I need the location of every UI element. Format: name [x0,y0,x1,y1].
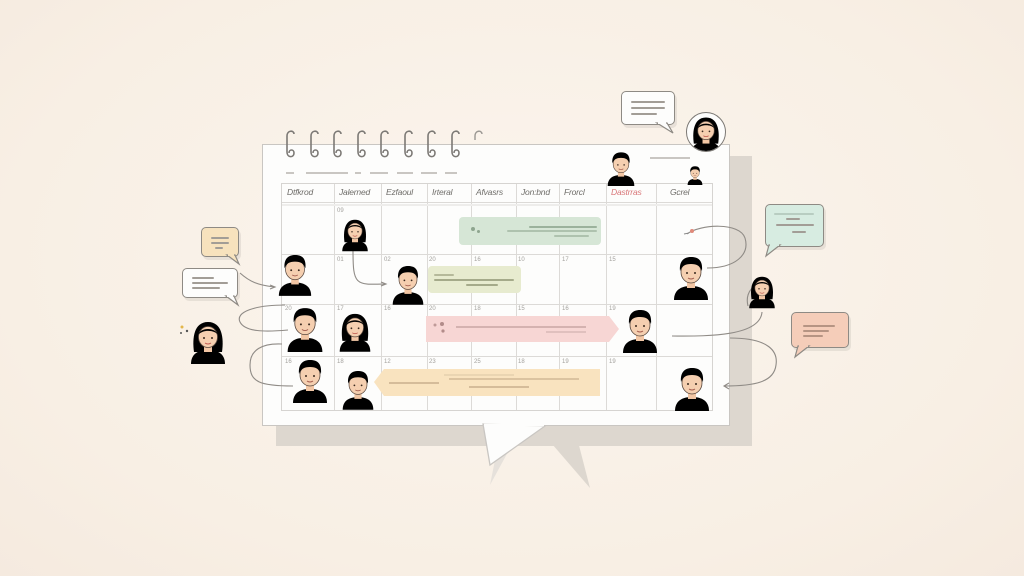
ring-icon [427,130,436,158]
day-number: 18 [518,359,525,365]
day-number: 15 [518,306,525,312]
day-number: 17 [562,257,569,263]
header-day-8: Dastrras [611,187,642,197]
bubble-tail [764,244,782,258]
chat-bubble-right-green [765,204,824,247]
day-number: 16 [474,257,481,263]
event-bar-peach[interactable] [374,369,601,397]
sparkle-icon [180,325,189,334]
event-bar-green[interactable] [459,217,601,245]
header-day-4: Irteral [432,187,453,197]
day-number: 19 [609,359,616,365]
ring-icon [356,130,366,158]
title-placeholder [286,172,294,174]
day-number: 02 [384,257,391,263]
avatar-person: .s9 .shirt{fill:#b6e2b8;stroke:#555;stro… [620,307,660,353]
title-placeholder [306,172,348,174]
avatar-person-small: .s2 .shirt{fill:#fdfdfc;stroke:#888;stro… [686,165,704,185]
day-number: 20 [429,306,436,312]
day-number: 16 [384,306,391,312]
ring-icon [333,130,342,158]
title-placeholder [370,172,388,174]
day-number: 01 [337,257,344,263]
chat-bubble-left-white [182,268,238,298]
ring-icon [309,130,319,158]
chat-bubble-right-salmon [791,312,849,348]
avatar-person: .s5 .shirt{fill:#b9c8da;stroke:#555;stro… [390,263,426,305]
event-bar-pink[interactable] [426,316,621,343]
spiral-binding [285,130,485,160]
ring-icon [380,130,389,158]
title-placeholder [355,172,361,174]
avatar-person: .s4 .shirt{fill:#a9a9a9;stroke:#555;stro… [276,251,314,297]
avatar-person-header: .s1 .shirt{fill:#d9ecd9;stroke:#6a6a6a;s… [603,150,639,186]
header-day-9: Gcrel [670,187,690,197]
ring-icon [474,130,483,140]
day-number: 19 [562,359,569,365]
avatar-person: .s3 .shirt{fill:#fdfdfc;stroke:#888;stro… [340,216,370,252]
day-number: 23 [429,359,436,365]
header-day-2: Jalerned [339,187,371,197]
day-number: 18 [474,306,481,312]
header-day-5: Afvasrs [476,187,503,197]
avatar-person: .s7 .shirt{fill:#b4bccb;stroke:#555;stro… [284,305,326,352]
ring-icon [403,130,413,158]
day-number: 20 [429,257,436,263]
avatar-person: .s10 .shirt{fill:#a8b6c8;stroke:#555;str… [290,357,330,403]
header-day-6: Jon:bnd [521,187,550,197]
day-number: 17 [337,306,344,312]
bubble-tail [225,254,241,266]
chat-bubble-top [621,91,675,125]
day-number: 25 [474,359,481,365]
day-number: 10 [518,257,525,263]
title-placeholder [421,172,437,174]
avatar-person: .s8 .shirt{fill:#e98a80;stroke:#555;stro… [337,310,373,352]
day-number: 12 [384,359,391,365]
day-number: 18 [337,359,344,365]
calendar-grid [281,183,713,411]
avatar-circle-top: .s13 .shirt{fill:#e6b44a;stroke:#555;str… [686,112,726,152]
header-day-3: Ezfaoul [386,187,413,197]
chat-bubble-left-yellow [201,227,239,257]
ring-icon [450,130,460,158]
avatar-person-left: .s14 .shirt{fill:#bfe3c8;stroke:#555;str… [188,318,228,364]
day-number: 19 [609,306,616,312]
avatar-person: .s12 .shirt{fill:#fdfdfc;stroke:#555;str… [672,365,712,411]
title-placeholder [650,157,690,159]
bubble-tail [224,295,240,307]
avatar-person: .s11 .shirt{fill:#fdfdfc;stroke:#555;str… [340,367,376,411]
bubble-tail [793,345,811,359]
avatar-person: .s6 .shirt{fill:#9ab7dd;stroke:#555;stro… [671,253,711,301]
ring-icon [286,130,295,158]
avatar-person-right: .s15 .shirt{fill:#fdfdfc;stroke:#555;str… [747,272,777,310]
day-number: 16 [285,359,292,365]
day-number: 20 [285,306,292,312]
day-number: 16 [562,306,569,312]
header-day-1: Dtfkrod [287,187,313,197]
event-bar-olive[interactable] [428,266,521,293]
sparkle-icon [683,229,694,235]
day-number: 09 [337,208,344,214]
title-placeholder [445,172,457,174]
header-day-7: Frorcl [564,187,585,197]
title-placeholder [397,172,413,174]
day-number: 15 [609,257,616,263]
bubble-tail [655,122,674,134]
